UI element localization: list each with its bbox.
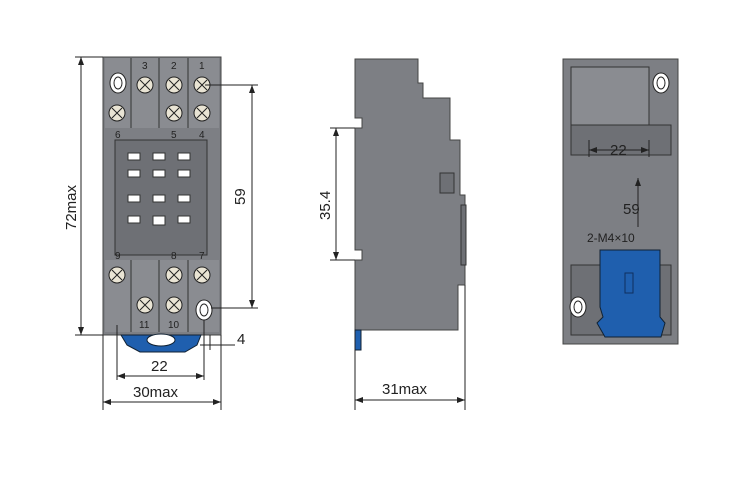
back-dim-59: 59 <box>623 201 640 218</box>
pin-number-10: 10 <box>168 320 180 331</box>
dim-4: 4 <box>237 331 245 348</box>
back-view-panel: 22 59 2-M4×10 <box>545 45 695 360</box>
pin-number-7: 7 <box>199 251 205 262</box>
mount-hole-bottom-icon <box>195 299 213 321</box>
pin-number-2: 2 <box>171 61 177 72</box>
back-dim-22: 22 <box>610 142 627 159</box>
dim-31max: 31max <box>382 381 428 398</box>
mount-hole-top-icon <box>109 72 127 94</box>
dim-59: 59 <box>232 188 249 205</box>
dim-35-4: 35.4 <box>317 191 334 220</box>
side-view-panel: 35.4 31max <box>310 45 500 420</box>
pin-number-11: 11 <box>139 320 150 331</box>
front-view-drawing: 3 2 1 6 5 4 9 8 7 11 10 72max <box>63 56 258 410</box>
side-body <box>354 58 466 331</box>
pin-number-8: 8 <box>171 251 177 262</box>
back-mount-hole-icon <box>569 72 670 318</box>
pin-number-5: 5 <box>171 130 177 141</box>
dim-22: 22 <box>151 358 168 375</box>
screw-spec-label: 2-M4×10 <box>587 231 635 245</box>
pin-number-9: 9 <box>115 251 121 262</box>
pin-number-4: 4 <box>199 130 205 141</box>
dim-30max: 30max <box>133 384 179 401</box>
side-clip <box>354 329 362 351</box>
dim-72max: 72max <box>63 184 80 230</box>
side-view-drawing: 35.4 31max <box>317 58 467 410</box>
pin-number-3: 3 <box>142 61 148 72</box>
back-view-drawing: 22 59 2-M4×10 <box>562 58 679 345</box>
pin-slots <box>127 152 191 226</box>
pin-number-1: 1 <box>199 61 205 72</box>
front-view-panel: 3 2 1 6 5 4 9 8 7 11 10 72max <box>55 40 270 420</box>
pin-number-6: 6 <box>115 130 121 141</box>
